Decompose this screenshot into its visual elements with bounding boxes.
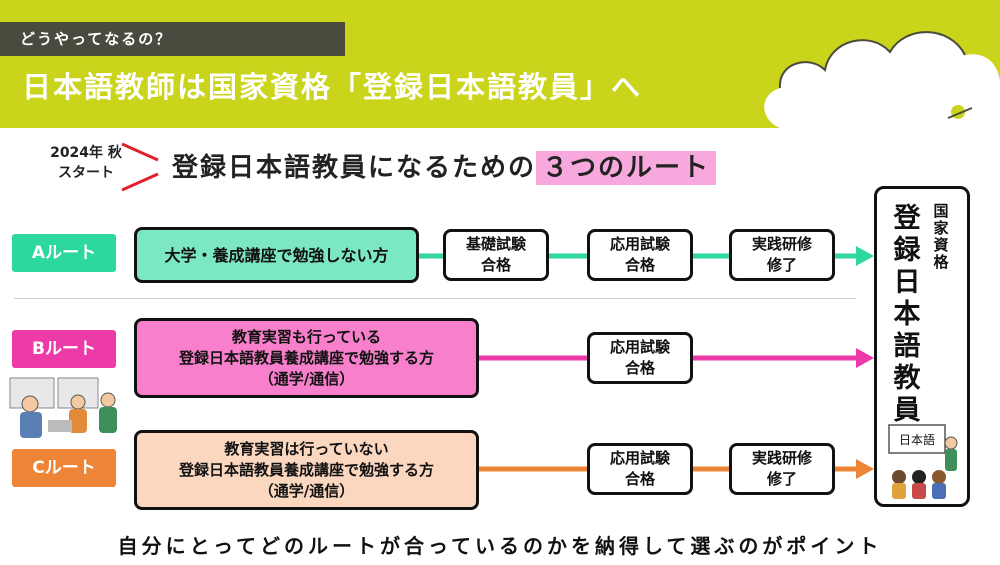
routes-heading-highlight: ３つのルート [536, 151, 717, 185]
step-label: 実践研修 修了 [751, 449, 812, 488]
routes-heading-main: 登録日本語教員になるための [172, 153, 537, 183]
step-label: 実践研修 修了 [751, 235, 812, 274]
route-c-description: 教育実習は行っていない 登録日本語教員養成講座で勉強する方 （通学/通信） [134, 430, 479, 510]
route-b-desc-line3: （通学/通信） [258, 369, 355, 388]
step-label: 基礎試験 合格 [465, 235, 526, 274]
route-c-desc-line3: （通学/通信） [258, 481, 355, 500]
cloud-illustration [764, 31, 1000, 128]
route-b-label: Bルート [12, 330, 116, 368]
board-text: 日本語 [899, 432, 935, 447]
header-banner: どうやってなるの？ 日本語教師は国家資格「登録日本語教員」へ [0, 0, 1000, 128]
route-a-step-basic-exam: 基礎試験 合格 [443, 229, 549, 281]
bottom-point-text: 自分にとってどのルートが合っているのかを納得して選ぶのがポイント [117, 534, 883, 558]
start-date-label: 2024年 秋 スタート [38, 143, 134, 183]
page-title: 日本語教師は国家資格「登録日本語教員」へ [22, 70, 643, 104]
route-b-description: 教育実習も行っている 登録日本語教員養成講座で勉強する方 （通学/通信） [134, 318, 479, 398]
teacher-classroom-illustration: 日本語 [888, 424, 958, 499]
final-qualification-box: 登録日本語教員 国家資格 日本語 [874, 186, 970, 507]
route-a-description: 大学・養成講座で勉強しない方 [134, 227, 419, 283]
route-c-step-practical-training: 実践研修 修了 [729, 443, 835, 495]
classroom-illustration [9, 377, 117, 438]
start-date-text: スタート [58, 165, 114, 181]
final-title: 登録日本語教員 [893, 203, 921, 426]
route-b-desc-line2: 登録日本語教員養成講座で勉強する方 [178, 348, 434, 367]
subtitle-bar: どうやってなるの？ [0, 22, 345, 56]
route-divider [14, 298, 856, 299]
final-subtitle: 国家資格 [933, 202, 949, 271]
route-c-step-applied-exam: 応用試験 合格 [587, 443, 693, 495]
route-a-step-applied-exam: 応用試験 合格 [587, 229, 693, 281]
route-b-step-applied-exam: 応用試験 合格 [587, 332, 693, 384]
route-a-step-practical-training: 実践研修 修了 [729, 229, 835, 281]
route-b-desc-line1: 教育実習も行っている [231, 327, 382, 346]
step-label: 応用試験 合格 [609, 338, 670, 377]
route-a-label: Aルート [12, 234, 116, 272]
route-c-desc-line2: 登録日本語教員養成講座で勉強する方 [178, 460, 434, 479]
route-c-desc-line1: 教育実習は行っていない [224, 439, 389, 458]
step-label: 応用試験 合格 [609, 449, 670, 488]
step-label: 応用試験 合格 [609, 235, 670, 274]
start-accent-lines [121, 142, 159, 192]
route-c-label: Cルート [12, 449, 116, 487]
start-date-year: 2024年 秋 [50, 145, 122, 161]
